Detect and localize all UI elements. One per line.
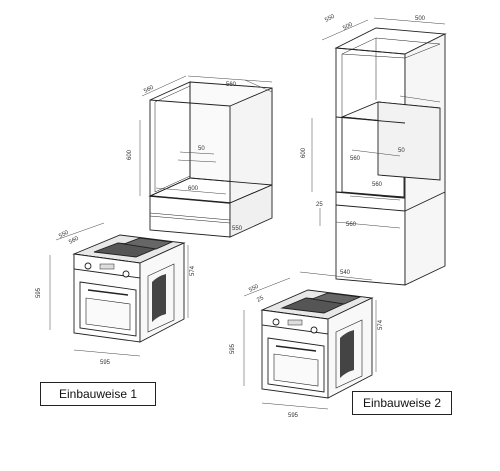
oven-1-dimensions: [49, 222, 189, 357]
niche-2-bottom-width: 560: [372, 182, 383, 188]
niche-1: [148, 81, 273, 238]
niche-2-inner-depth: 50: [398, 148, 405, 154]
oven-1-side-height: 574: [190, 265, 196, 276]
oven-1: [72, 234, 186, 343]
caption-option-1: Einbauweise 1: [40, 382, 156, 406]
niche-2-height-left: 600: [301, 147, 307, 158]
niche-1-inner-depth: 50: [198, 146, 205, 152]
niche-2-side: 550: [324, 13, 336, 23]
oven-1-depth-small: 560: [68, 235, 80, 245]
niche-2-plinth: 25: [316, 202, 323, 208]
oven-1-width: 595: [100, 360, 111, 366]
oven-1-depth: 550: [58, 229, 70, 239]
niche-1-dimensions: [139, 75, 273, 196]
niche-1-plinth-depth: 550: [232, 226, 243, 232]
oven-2-depth-small: 25: [256, 295, 265, 304]
niche-1-depth-top: 560: [143, 84, 155, 94]
niche-2: [334, 27, 447, 286]
oven-2-width: 595: [288, 413, 299, 419]
niche-2-width-top: 500: [415, 16, 426, 22]
oven-2-top-width: 540: [340, 270, 351, 276]
niche-2-lower-width: 560: [346, 222, 357, 228]
oven-1-height: 595: [36, 287, 42, 298]
caption-option-2: Einbauweise 2: [352, 391, 452, 415]
niche-2-depth-top: 500: [342, 21, 354, 31]
oven-2-dimensions: [243, 271, 377, 410]
niche-2-dimensions: [311, 17, 446, 229]
niche-2-inner-width: 560: [350, 156, 361, 162]
niche-1-bottom-width: 600: [188, 186, 199, 192]
niche-1-width-top: 560: [226, 82, 237, 88]
oven-2-side-height: 574: [378, 319, 384, 330]
oven-2-depth: 550: [248, 283, 260, 293]
niche-1-height-left: 600: [127, 149, 133, 160]
oven-2-height: 595: [230, 343, 236, 354]
oven-2: [260, 289, 374, 399]
